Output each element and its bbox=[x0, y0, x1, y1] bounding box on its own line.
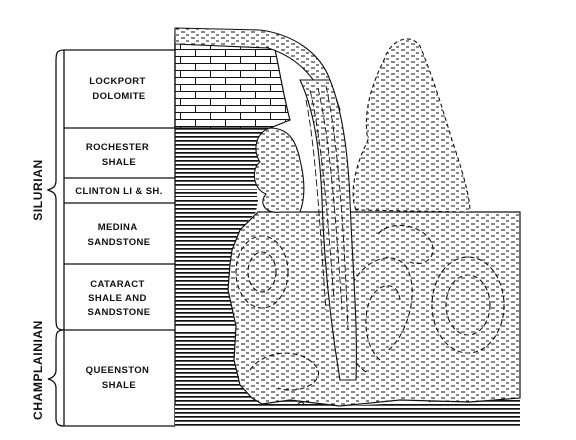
stratum-label-queenston: QUEENSTON SHALE bbox=[86, 365, 153, 391]
stratum-label-medina: MEDINA SANDSTONE bbox=[87, 222, 150, 248]
clinton-band bbox=[175, 178, 257, 186]
eddy-top-loop bbox=[377, 224, 434, 264]
river-bed bbox=[175, 398, 520, 426]
mist-cloud bbox=[352, 38, 471, 213]
eddy-left-lower bbox=[249, 352, 319, 391]
stratum-label-rochester: ROCHESTER SHALE bbox=[86, 142, 152, 168]
clinton-gap-2 bbox=[175, 197, 257, 200]
eddy-center-loop-2 bbox=[365, 285, 401, 361]
stratum-label-clinton: CLINTON LI & SH. bbox=[75, 186, 163, 197]
eddy-right-inner bbox=[445, 274, 491, 336]
stratum-label-lockport: LOCKPORT DOLOMITE bbox=[89, 76, 149, 102]
stratum-label-cataract: CATARACT SHALE AND SANDSTONE bbox=[87, 279, 150, 318]
system-label-champlainian: CHAMPLAINIAN bbox=[31, 320, 45, 420]
system-label-silurian: SILURIAN bbox=[31, 159, 45, 220]
spray-billows bbox=[253, 127, 305, 213]
strata-column bbox=[63, 49, 175, 427]
champlainian-brace bbox=[47, 329, 65, 427]
water-streaks bbox=[305, 85, 349, 331]
cataract-layer bbox=[175, 264, 236, 326]
eddy-left-inner bbox=[247, 251, 277, 293]
silurian-brace bbox=[46, 49, 65, 331]
eddy-left bbox=[235, 235, 289, 309]
eddy-right bbox=[431, 256, 505, 354]
clinton-band-lower bbox=[175, 189, 257, 197]
medina-sandstone-layer bbox=[175, 200, 258, 264]
rochester-shale-layer bbox=[175, 128, 270, 178]
clinton-gap-1 bbox=[175, 186, 257, 189]
cataract-gap bbox=[175, 326, 237, 330]
plunge-pool-outline bbox=[227, 211, 521, 407]
